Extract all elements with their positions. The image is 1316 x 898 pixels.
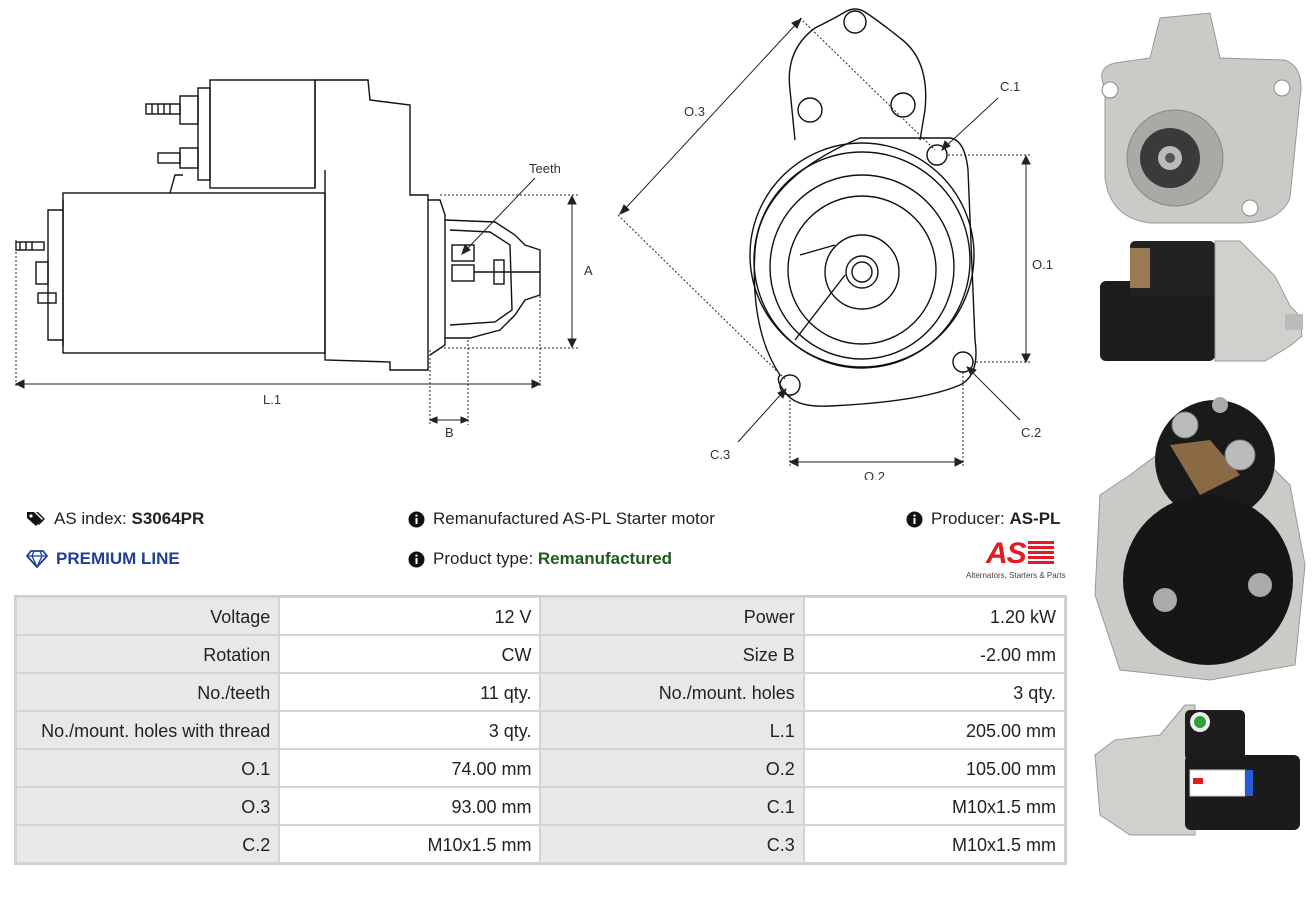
info-circle-icon: [408, 551, 425, 568]
spec-value: 12 V: [279, 597, 541, 635]
label-o3: O.3: [684, 104, 705, 119]
description-text: Remanufactured AS-PL Starter motor: [433, 509, 715, 528]
spec-name: Rotation: [16, 635, 280, 673]
product-photo-side: [1100, 240, 1303, 362]
spec-value: 93.00 mm: [279, 787, 541, 825]
spec-value: 11 qty.: [279, 673, 541, 711]
as-index-label: AS index:: [54, 509, 127, 528]
logo-mark: AS: [986, 537, 1027, 570]
product-type-label: Product type:: [433, 549, 534, 568]
label-c2: C.2: [1021, 425, 1041, 440]
product-photo-label-side: [1094, 704, 1300, 836]
logo-tagline: Alternators, Starters & Parts: [966, 571, 1066, 580]
side-view-drawing: Teeth A L.1 B: [14, 79, 593, 440]
producer-label: Producer:: [931, 509, 1005, 528]
spec-value: CW: [279, 635, 541, 673]
as-index-value: S3064PR: [131, 509, 205, 528]
info-circle-icon: [408, 511, 425, 528]
product-type-value: Remanufactured: [537, 549, 673, 568]
as-index: AS index: S3064PR: [26, 509, 204, 529]
spec-value: 3 qty.: [279, 711, 541, 749]
spec-name: Power: [540, 597, 804, 635]
spec-name: No./mount. holes: [540, 673, 804, 711]
product-photo-rear: [1094, 397, 1306, 681]
premium-line-label: PREMIUM LINE: [56, 549, 180, 568]
producer-value: AS-PL: [1009, 509, 1061, 528]
product-type: Product type: Remanufactured: [408, 549, 672, 569]
as-pl-logo: AS Alternators, Starters & Parts: [966, 537, 1068, 583]
label-teeth: Teeth: [529, 161, 561, 176]
producer: Producer: AS-PL: [906, 509, 1060, 529]
spec-name: No./mount. holes with thread: [16, 711, 280, 749]
spec-name: C.1: [540, 787, 804, 825]
spec-value: 74.00 mm: [279, 749, 541, 787]
label-l1: L.1: [263, 392, 281, 407]
tags-icon: [26, 510, 46, 528]
spec-name: O.2: [540, 749, 804, 787]
spec-value: M10x1.5 mm: [803, 825, 1065, 863]
spec-name: C.3: [540, 825, 804, 863]
label-c1: C.1: [1000, 79, 1020, 94]
label-o2: O.2: [864, 469, 885, 480]
premium-line: PREMIUM LINE: [26, 549, 180, 569]
spec-name: O.3: [16, 787, 280, 825]
spec-name: No./teeth: [16, 673, 280, 711]
diamond-icon: [26, 550, 48, 568]
front-view-drawing: O.3 C.1 O.1 C.2 C.3 O.2: [617, 8, 1053, 480]
spec-value: M10x1.5 mm: [279, 825, 541, 863]
label-o1: O.1: [1032, 257, 1053, 272]
label-c3: C.3: [710, 447, 730, 462]
product-photo-front: [1101, 12, 1302, 224]
label-a: A: [584, 263, 593, 278]
spec-value: M10x1.5 mm: [803, 787, 1065, 825]
label-b: B: [445, 425, 454, 440]
spec-name: L.1: [540, 711, 804, 749]
spec-value: 205.00 mm: [803, 711, 1065, 749]
spec-name: Size B: [540, 635, 804, 673]
spec-value: 105.00 mm: [803, 749, 1065, 787]
spec-name: Voltage: [16, 597, 280, 635]
product-description: Remanufactured AS-PL Starter motor: [408, 509, 715, 529]
spec-value: 3 qty.: [803, 673, 1065, 711]
spec-name: O.1: [16, 749, 280, 787]
spec-name: C.2: [16, 825, 280, 863]
spec-value: 1.20 kW: [803, 597, 1065, 635]
logo-stripes: [1028, 541, 1054, 565]
info-circle-icon: [906, 511, 923, 528]
spec-value: -2.00 mm: [803, 635, 1065, 673]
